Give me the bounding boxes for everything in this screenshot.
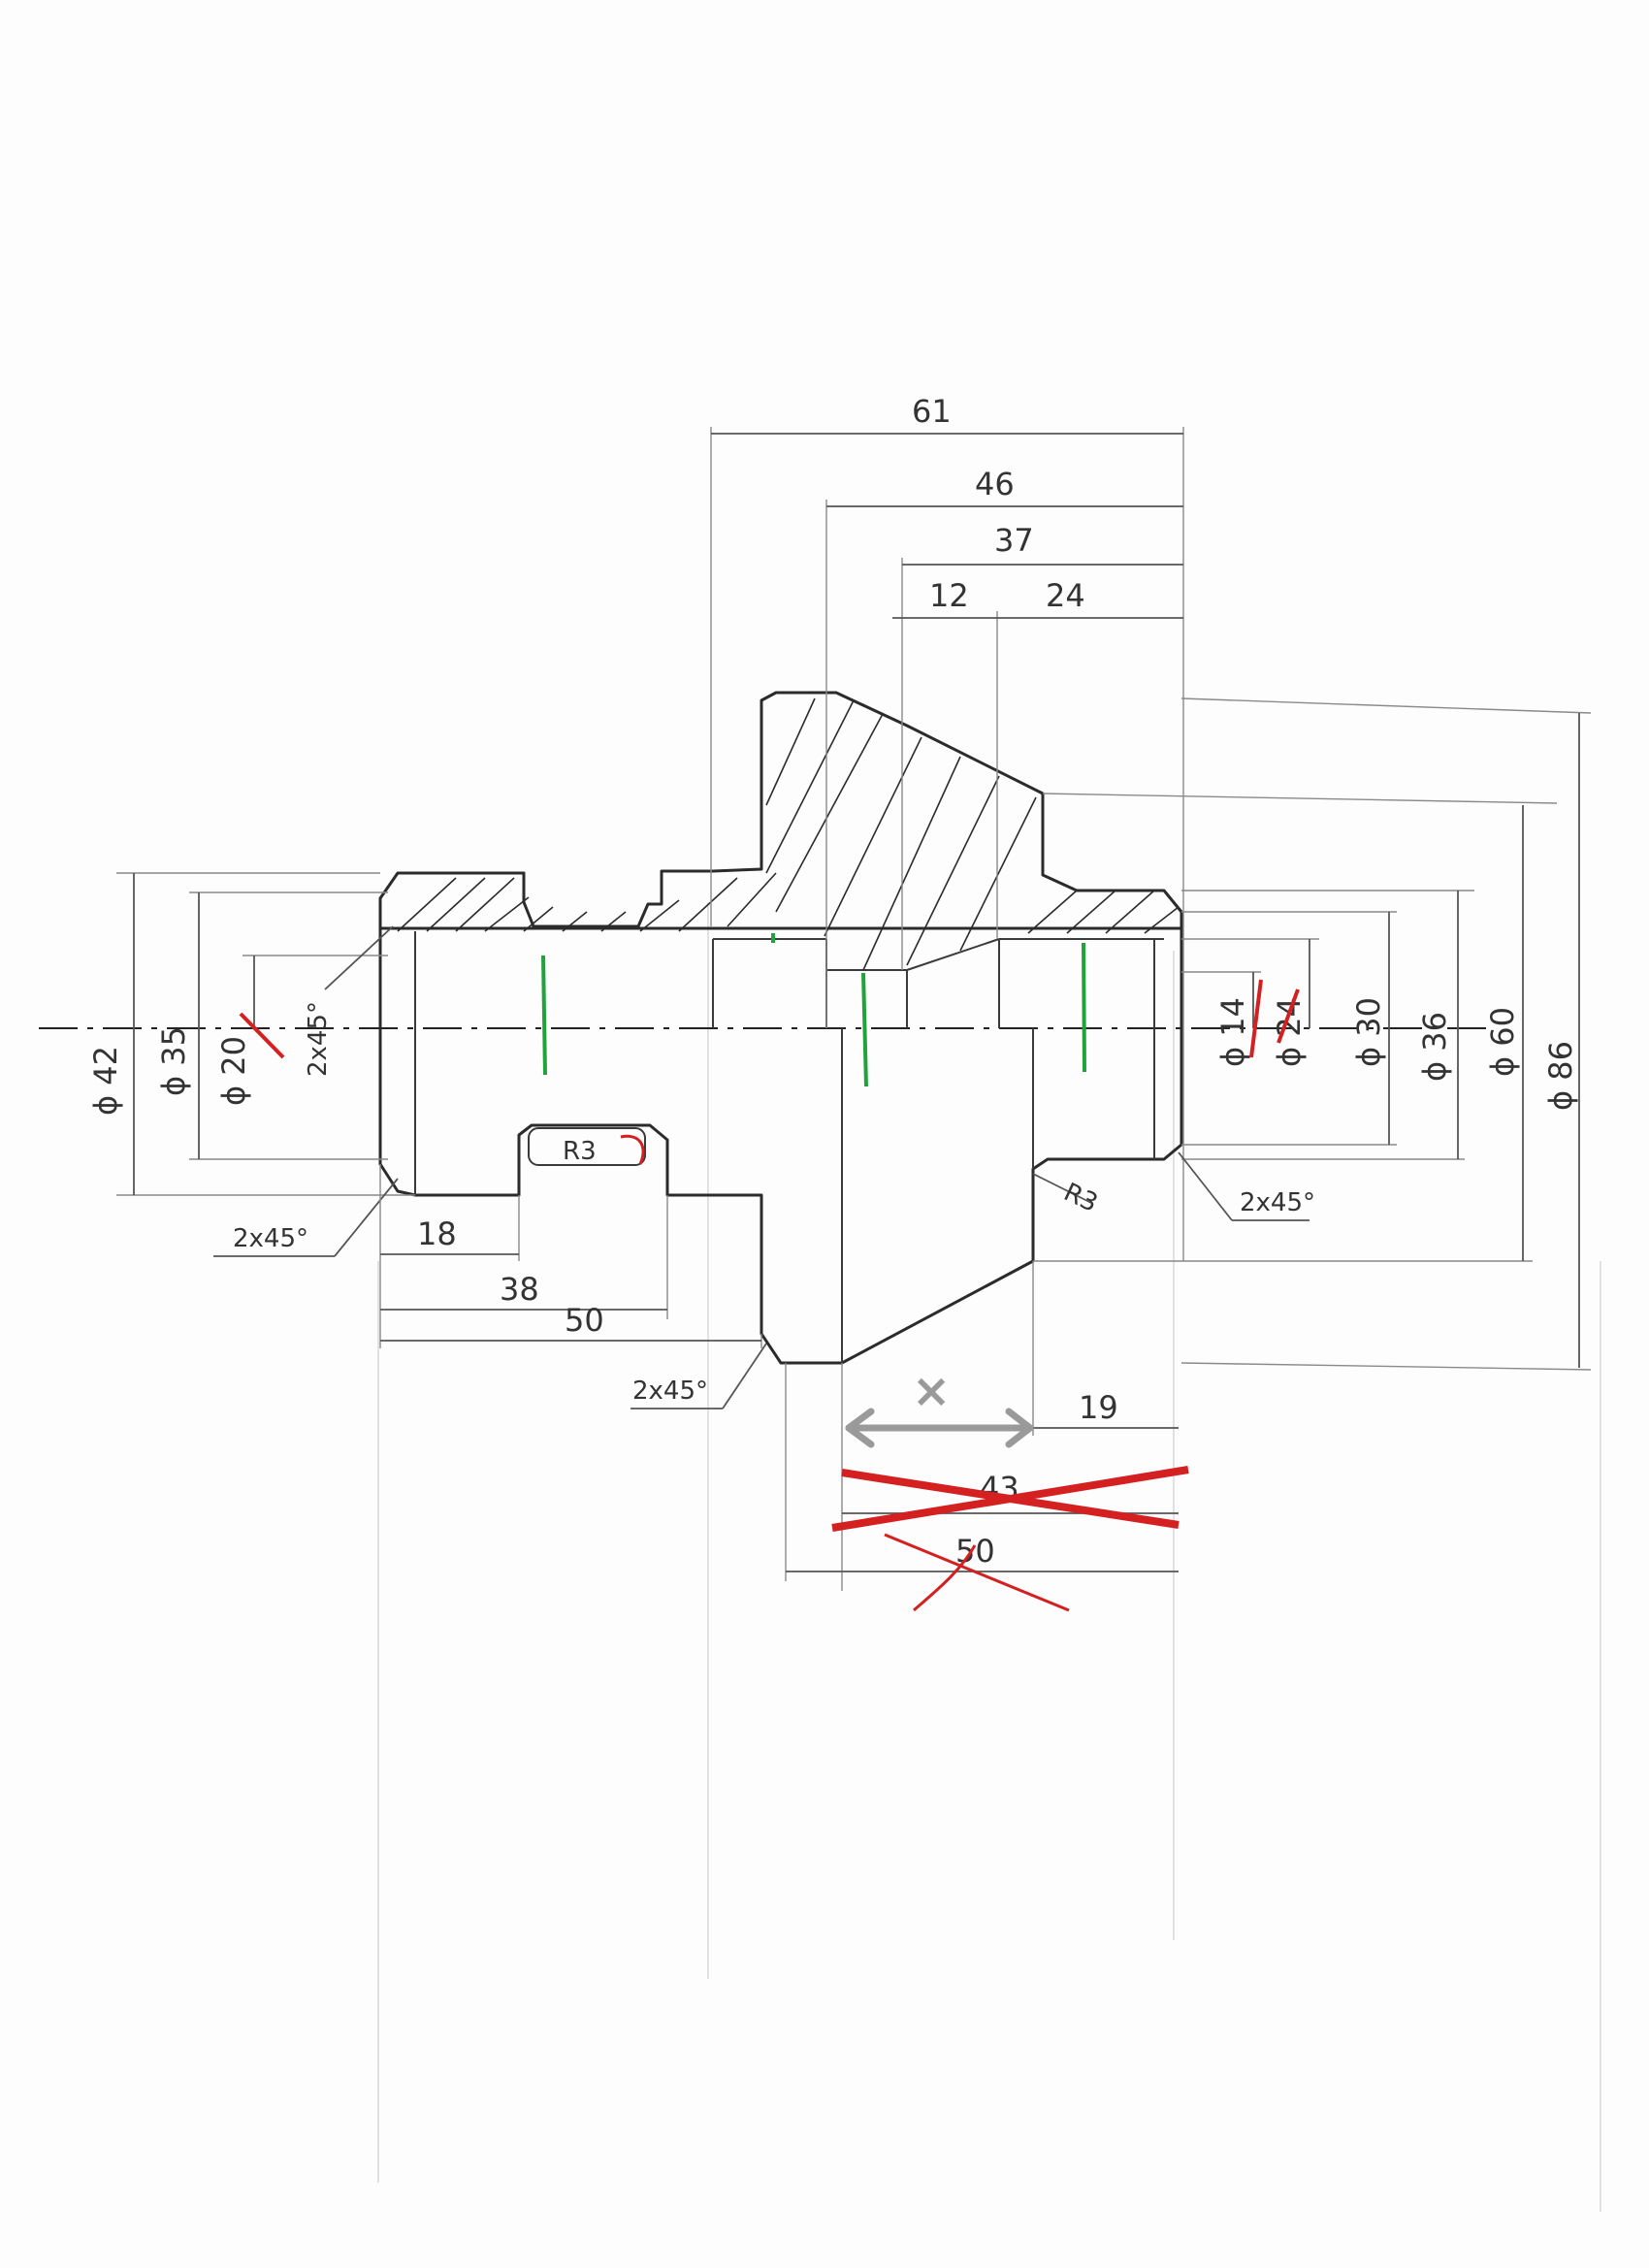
dim-d42: ϕ 42 <box>87 1046 124 1116</box>
top-dimensions <box>710 427 1184 1261</box>
section-hatching <box>397 697 1180 971</box>
leader-left-inner-chamfer <box>324 925 394 990</box>
dim-37: 37 <box>994 522 1034 559</box>
dim-d86: ϕ 86 <box>1542 1041 1579 1111</box>
dim-19: 19 <box>1079 1389 1118 1426</box>
red-mark-groove <box>620 1134 645 1165</box>
chamfer-center-bottom: 2x45° <box>632 1377 708 1406</box>
dim-d30: ϕ 30 <box>1350 997 1387 1067</box>
dim-d14: ϕ 14 <box>1214 997 1251 1067</box>
grey-arrow-right-head <box>1005 1408 1034 1448</box>
bottom-left-dims <box>379 1164 762 1348</box>
dim-50: 50 <box>565 1302 604 1339</box>
dim-d60: ϕ 60 <box>1484 1007 1521 1077</box>
left-diameter-dims <box>116 872 415 1196</box>
chamfer-left-inner: 2x45° <box>304 1001 333 1077</box>
chamfer-left-bottom: 2x45° <box>233 1224 308 1253</box>
green-markers <box>541 933 1086 1087</box>
construction-guides <box>377 902 1601 2212</box>
strike-d14 <box>1249 979 1263 1058</box>
dim-d35: ϕ 35 <box>155 1026 192 1096</box>
strike-d24 <box>1277 988 1300 1044</box>
strike-43-b <box>831 1466 1189 1532</box>
dim-46: 46 <box>975 466 1015 502</box>
dim-d20: ϕ 20 <box>215 1036 252 1106</box>
chamfer-right: 2x45° <box>1240 1188 1315 1217</box>
strike-50 <box>884 1533 1070 1612</box>
dim-unknown-x: × <box>912 1364 951 1418</box>
dim-61: 61 <box>912 393 952 430</box>
dim-24: 24 <box>1046 577 1085 614</box>
right-diameter-dims <box>1033 697 1592 1371</box>
leader-right-radius <box>1032 1173 1092 1204</box>
dim-d24: ϕ 24 <box>1271 997 1308 1067</box>
dim-12: 12 <box>929 577 969 614</box>
leader-right-chamfer <box>1178 1151 1233 1221</box>
red-squiggle-50 <box>913 1544 977 1612</box>
radius-right: R3 <box>1059 1178 1102 1218</box>
radius-left-groove: R3 <box>563 1137 597 1166</box>
dim-18: 18 <box>417 1215 457 1252</box>
dim-38: 38 <box>500 1271 539 1308</box>
dim-d36: ϕ 36 <box>1416 1012 1453 1082</box>
strike-d20 <box>239 1012 285 1059</box>
groove-callout-box <box>528 1127 646 1166</box>
